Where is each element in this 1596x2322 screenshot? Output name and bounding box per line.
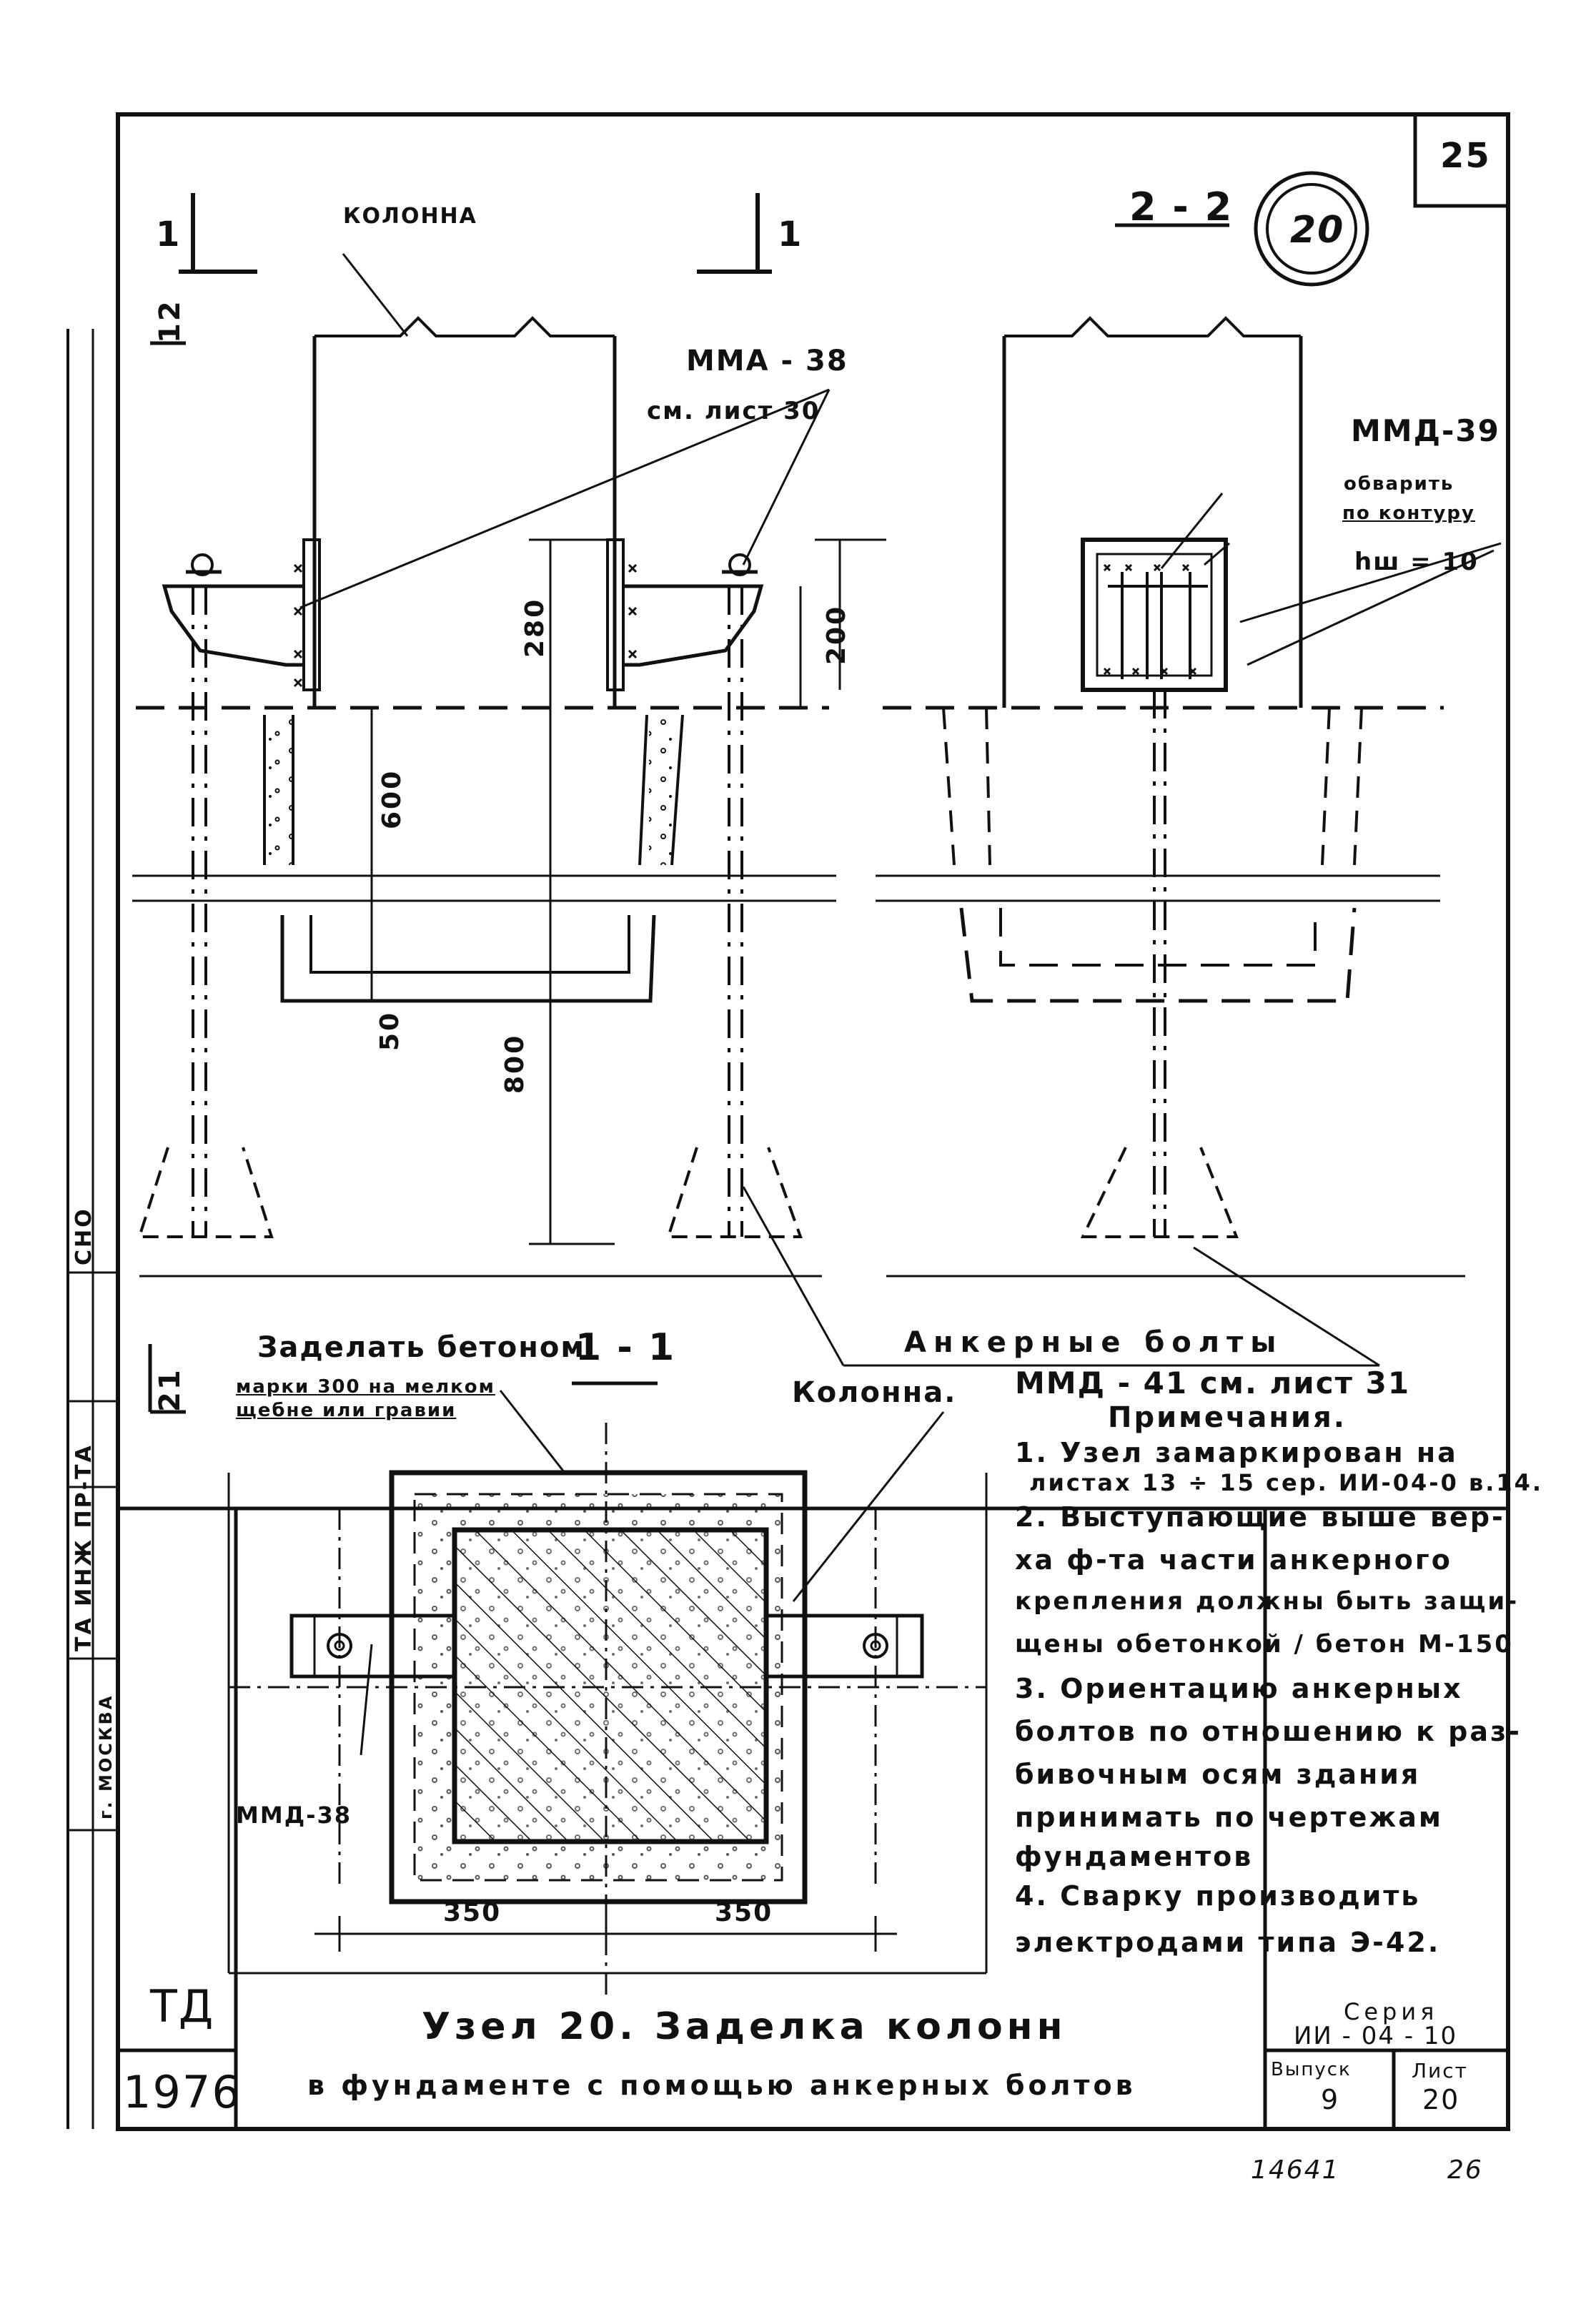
mmd38-plan-label: ММД-38 [236,1802,352,1829]
note-line-5: крепления должны быть защи- [1015,1587,1520,1616]
note-line-1: 1. Узел замаркирован на [1015,1437,1458,1468]
issue-label: Выпуск [1271,2059,1352,2080]
mmd41-label: ММД - 41 см. лист 31 [1015,1365,1411,1400]
anchor-bolts-label: Анкерные болты [904,1326,1284,1359]
dim-21: 21 [154,1368,187,1412]
section-mark-left [179,193,257,274]
hw-label: hш = 10 [1354,548,1479,576]
section-mark-right [697,193,772,274]
footer-page: 26 [1447,2155,1483,2185]
concrete-grade-2: щебне или гравии [236,1400,457,1421]
section-1-1-label: 1 - 1 [575,1326,676,1369]
title-line-1: Узел 20. Заделка колонн [422,2005,1067,2048]
note-line-7: 3. Ориентацию анкерных [1015,1673,1463,1704]
section-mark-right-label: 1 [778,214,803,255]
note-line-13: электродами типа Э-42. [1015,1927,1441,1958]
dim-280: 280 [520,597,550,658]
dim-800: 800 [500,1033,530,1094]
title-org: ТД [150,1980,215,2032]
section-2-2-label: 2 - 2 [1129,184,1234,229]
elevation-1-1 [132,253,836,1278]
note-line-4: ха ф-та части анкерного [1015,1544,1452,1576]
weld-label-1: обварить [1344,473,1454,495]
archive-number: 14641 [1251,2155,1340,2185]
stamp-dept: СНО [71,1207,96,1265]
elevation-2-2 [742,316,1502,1367]
weld-label-2: по контуру [1342,503,1475,524]
note-line-3: 2. Выступающие выше вер- [1015,1501,1505,1533]
note-line-10: принимать по чертежам [1015,1802,1443,1833]
stamp-city: г. МОСКВА [96,1694,116,1819]
mmd39-label: ММД-39 [1351,413,1500,448]
note-line-2: листах 13 ÷ 15 сер. ИИ-04-0 в.14. [1029,1469,1544,1496]
node-number: 20 [1290,209,1345,252]
note-line-12: 4. Сварку производить [1015,1880,1421,1912]
node-circle [1254,171,1369,287]
concrete-grade-1: марки 300 на мелком [236,1376,495,1398]
title-block-frame [118,1508,1508,2129]
title-line-2: в фундаменте с помощью анкерных болтов [307,2070,1136,2101]
dim-350-left: 350 [443,1898,502,1927]
note-line-9: бивочным осям здания [1015,1759,1421,1790]
sheet-number: 25 [1440,136,1491,176]
note-line-8: болтов по отношению к раз- [1015,1716,1522,1747]
dim-600: 600 [377,769,407,829]
dim-200: 200 [822,604,851,665]
dim-50: 50 [375,1010,405,1051]
notes-title: Примечания. [1108,1401,1347,1434]
embed-concrete-label: Заделать бетоном [257,1331,586,1364]
section-mark-left-label: 1 [156,214,182,255]
dim-12: 12 [154,299,187,343]
column-plan-label: Колонна. [792,1376,957,1409]
plan-1-1 [227,1381,988,1995]
title-year: 1976 [123,2066,242,2118]
issue-value: 9 [1321,2084,1340,2115]
sheet-value: 20 [1422,2084,1460,2115]
mma38-label: ММА - 38 [686,345,848,377]
margin-marks [148,341,186,1414]
sheet-label: Лист [1412,2059,1468,2083]
column-label-top: КОЛОННА [343,204,477,229]
see-sheet-30-label: см. лист 30 [647,397,821,425]
dim-350-right: 350 [715,1898,773,1927]
note-line-6: щены обетонкой / бетон М-150 [1015,1630,1514,1659]
series-label: Серия [1344,1998,1439,2025]
stamp-org: ТА ИНЖ ПР-ТА [71,1443,96,1651]
series-value: ИИ - 04 - 10 [1294,2022,1458,2050]
sheet-frame [66,112,1510,2131]
note-line-11: фундаментов [1015,1841,1254,1872]
